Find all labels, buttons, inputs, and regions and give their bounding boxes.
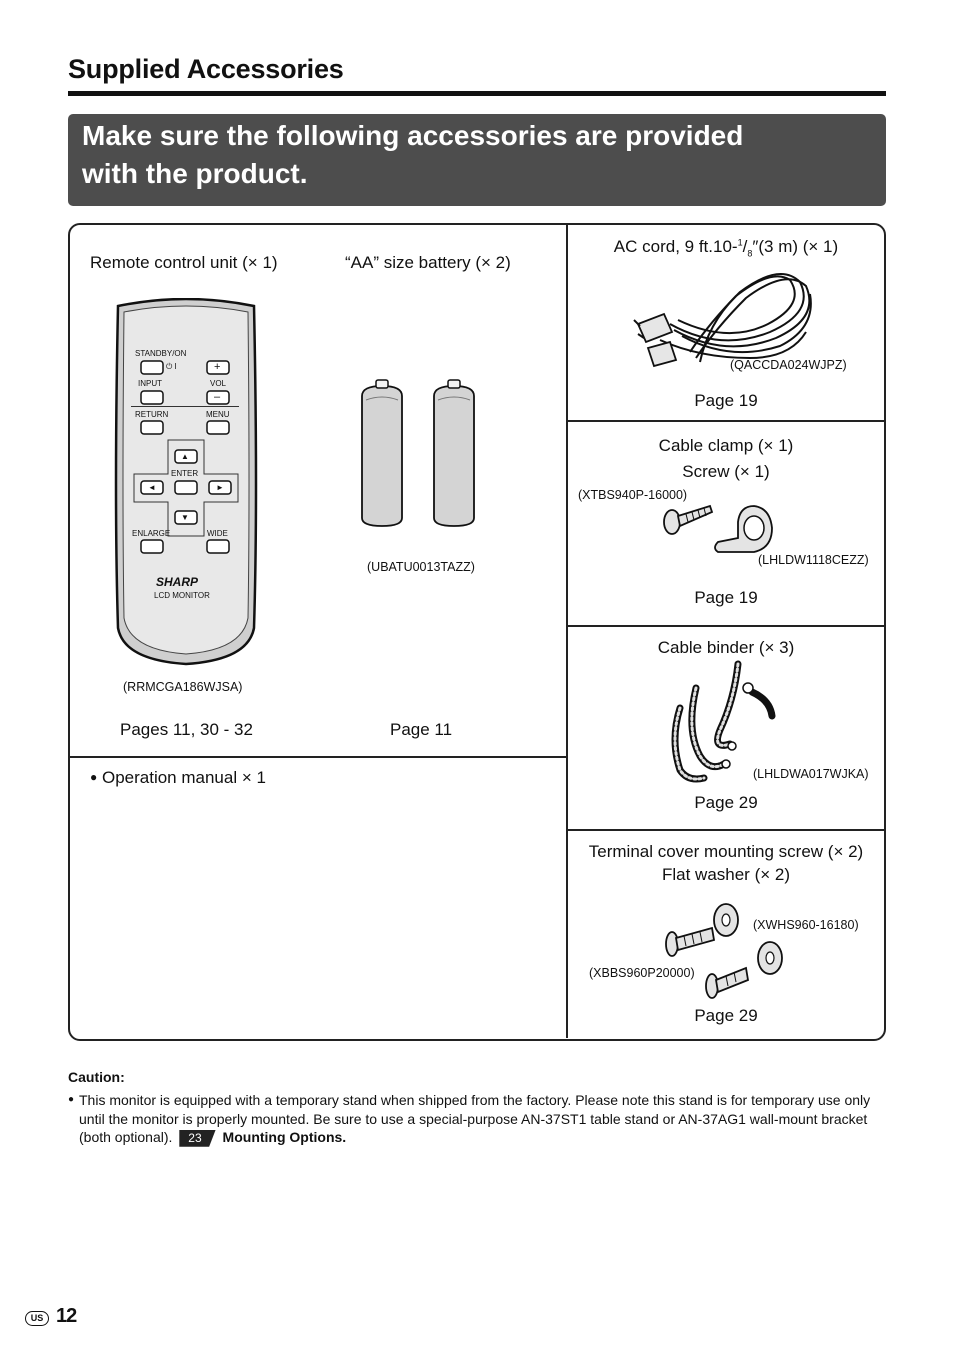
- menu-key-label: MENU: [206, 410, 230, 419]
- flat-washer-label: Flat washer (× 2): [661, 865, 790, 884]
- table-divider-1: [566, 420, 884, 422]
- remote-label: Remote control unit (× 1): [90, 253, 278, 272]
- region-badge: US: [25, 1311, 49, 1326]
- screw-label: Screw (× 1): [682, 462, 770, 481]
- page-ref-badge: 23: [179, 1129, 216, 1147]
- remote-part-code: (RRMCGA186WJSA): [123, 680, 243, 694]
- ac-cord-label: AC cord, 9 ft.10-1/8″(3 m) (× 1): [613, 237, 839, 259]
- remote-keypad-labels: STANDBY/ON ⏻ I + INPUT VOL – RETURN MENU…: [108, 298, 264, 666]
- title-rule: [68, 91, 886, 96]
- battery-page-ref: Page 11: [390, 720, 453, 739]
- remote-page-ref: Pages 11, 30 - 32: [120, 720, 253, 739]
- battery-part-code: (UBATU0013TAZZ): [367, 560, 475, 574]
- power-symbol: ⏻ I: [166, 362, 177, 371]
- ac-cord-fraction-den: 8: [747, 248, 753, 259]
- remote-model-label: LCD MONITOR: [154, 591, 210, 600]
- input-key-label: INPUT: [138, 379, 162, 388]
- battery-illustration: [361, 379, 475, 527]
- banner-line-1: Make sure the following accessories are …: [82, 120, 744, 151]
- down-arrow-icon: ▼: [181, 513, 189, 522]
- vol-minus-glyph: –: [214, 391, 221, 403]
- accessories-table: [68, 223, 886, 1041]
- bullet-icon: ●: [90, 770, 98, 784]
- wide-key-label: WIDE: [207, 529, 228, 538]
- ac-cord-label-suffix: ″(3 m) (× 1): [752, 237, 839, 256]
- up-arrow-icon: ▲: [181, 452, 189, 461]
- terminal-screw-label: Terminal cover mounting screw (× 2): [588, 842, 864, 861]
- table-divider-3: [566, 829, 884, 831]
- left-arrow-icon: ◄: [148, 483, 156, 492]
- cable-clamp-label: Cable clamp (× 1): [658, 436, 794, 455]
- banner: [68, 114, 886, 206]
- manual-item: ● Operation manual × 1: [90, 768, 266, 788]
- table-divider-2: [566, 625, 884, 627]
- screws-and-washers-illustration: [665, 903, 783, 999]
- remote-control-illustration: [114, 298, 258, 666]
- section-title: Supplied Accessories: [68, 54, 344, 84]
- banner-line-2: with the product.: [82, 158, 308, 189]
- return-key-label: RETURN: [135, 410, 169, 419]
- table-divider-vertical: [566, 224, 568, 1038]
- ac-cord-illustration: [633, 273, 812, 368]
- ac-cord-page-ref: Page 19: [694, 391, 758, 410]
- caution-paragraph: This monitor is equipped with a temporar…: [79, 1092, 871, 1145]
- manual-label: Operation manual × 1: [101, 768, 266, 787]
- caution-heading: Caution:: [68, 1069, 125, 1085]
- standby-key-label: STANDBY/ON: [135, 349, 187, 358]
- enlarge-key-label: ENLARGE: [132, 529, 171, 538]
- caution-body: ● This monitor is equipped with a tempor…: [68, 1091, 888, 1147]
- table-divider-left: [69, 756, 567, 758]
- cable-binder-part-code: (LHLDWA017WJKA): [753, 767, 869, 781]
- clamp-and-screw-illustration: [663, 504, 773, 553]
- cable-binder-label: Cable binder (× 3): [657, 638, 795, 657]
- battery-label: “AA” size battery (× 2): [345, 253, 511, 272]
- washer-part-code: (XWHS960-16180): [753, 918, 859, 932]
- clamp-screw-part-code: (XTBS940P-16000): [578, 488, 688, 502]
- ac-cord-part-code: (QACCDA024WJPZ): [730, 358, 847, 372]
- cable-clamp-part-code: (LHLDW1118CEZZ): [758, 553, 869, 567]
- ac-cord-fraction-num: 1: [737, 237, 743, 248]
- ac-cord-label-text: AC cord, 9 ft.10-: [613, 237, 738, 256]
- cable-binder-illustration: [671, 660, 776, 783]
- cable-clamp-page-ref: Page 19: [694, 588, 758, 607]
- vol-key-label: VOL: [210, 379, 227, 388]
- mounting-options-link[interactable]: Mounting Options.: [222, 1129, 347, 1145]
- vol-plus-glyph: +: [214, 361, 221, 373]
- right-arrow-icon: ►: [216, 483, 224, 492]
- enter-key-label: ENTER: [171, 469, 199, 478]
- bullet-icon: ●: [68, 1094, 75, 1105]
- remote-brand-logo: SHARP: [156, 575, 199, 589]
- cable-binder-page-ref: Page 29: [694, 793, 758, 812]
- page-number: 12: [56, 1305, 77, 1327]
- banner-text: Make sure the following accessories are …: [82, 117, 842, 193]
- caution-text: This monitor is equipped with a temporar…: [79, 1091, 888, 1147]
- terminal-screw-part-code: (XBBS960P20000): [589, 966, 695, 980]
- terminal-page-ref: Page 29: [694, 1006, 758, 1025]
